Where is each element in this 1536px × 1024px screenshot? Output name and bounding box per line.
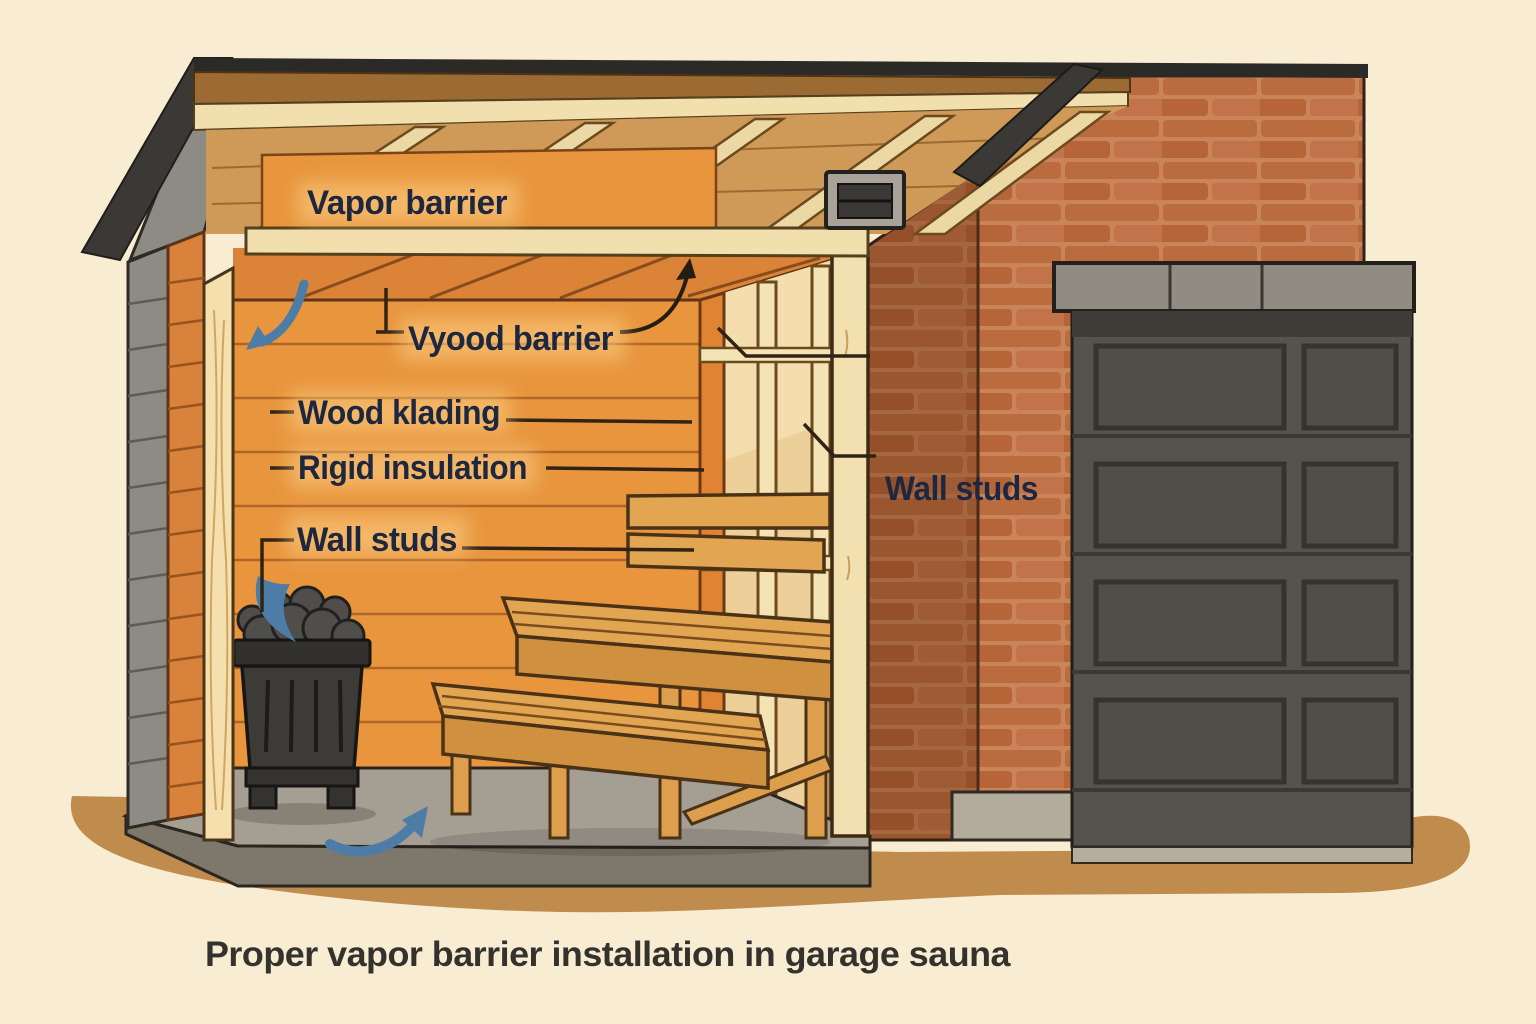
garage-door-lintel	[1052, 261, 1416, 313]
heater-slats	[264, 679, 343, 753]
heater-leg	[248, 784, 278, 810]
heater-base	[244, 766, 360, 788]
roof-fascia	[193, 70, 1131, 106]
ceiling-joist-lines	[299, 250, 821, 300]
floor-airflow-arrow	[325, 806, 428, 857]
wall-studs-right-pointer-lower	[802, 422, 876, 458]
sauna-floor-slab	[121, 766, 872, 888]
garage-door	[1070, 309, 1414, 864]
heater-leg	[326, 784, 356, 810]
garage-door-top-shadow	[1072, 311, 1412, 337]
heater-heat-arrow	[255, 576, 296, 642]
wall-studs-left-pointer	[260, 538, 695, 612]
soffit-vent	[824, 170, 906, 230]
exterior-siding-gray	[126, 243, 170, 830]
corner-trim-stud	[202, 265, 235, 842]
corner-post	[830, 250, 870, 838]
garage-door-panels	[1093, 343, 1399, 785]
wood-grain	[209, 309, 229, 811]
top-plate-band	[244, 226, 870, 258]
leader-lines	[260, 288, 876, 612]
label-glows	[288, 182, 625, 556]
wall-studs-right-label: Wall studs	[885, 470, 1038, 508]
garage-door-threshold	[1071, 846, 1413, 864]
wood-grain	[844, 329, 851, 581]
vapor-barrier-label: Vapor barrier	[307, 184, 507, 222]
heater-rim	[232, 638, 372, 668]
bench-shadow	[430, 828, 830, 856]
wood-barrier-connector	[376, 288, 404, 334]
caption: Proper vapor barrier installation in gar…	[205, 935, 1011, 974]
wood-barrier-label: Vyood barrier	[408, 320, 613, 358]
ceiling-arrow	[619, 258, 696, 334]
sauna-heater	[232, 585, 372, 810]
wall-studs-left-label: Wall studs	[297, 521, 457, 559]
concrete-base	[950, 790, 1080, 842]
bench-leg	[548, 762, 570, 840]
backrest-slat	[626, 532, 826, 574]
garage-door-grooves	[1072, 434, 1412, 792]
ceiling-airflow-arrow	[246, 279, 309, 350]
bench-backrest	[626, 492, 832, 574]
rigid-insulation-label: Rigid insulation	[298, 449, 527, 487]
roof-barge-board	[952, 62, 1105, 188]
backrest-slat	[626, 492, 832, 530]
wall-studs-right-pointer-upper	[716, 326, 870, 358]
bench-fascia	[441, 714, 770, 790]
sauna-bench-lower	[430, 682, 771, 840]
wood-cladding-label: Wood klading	[298, 394, 500, 432]
heater-body	[240, 664, 364, 770]
brick-corner-shading	[868, 170, 978, 840]
exterior-siding-orange	[166, 229, 206, 822]
